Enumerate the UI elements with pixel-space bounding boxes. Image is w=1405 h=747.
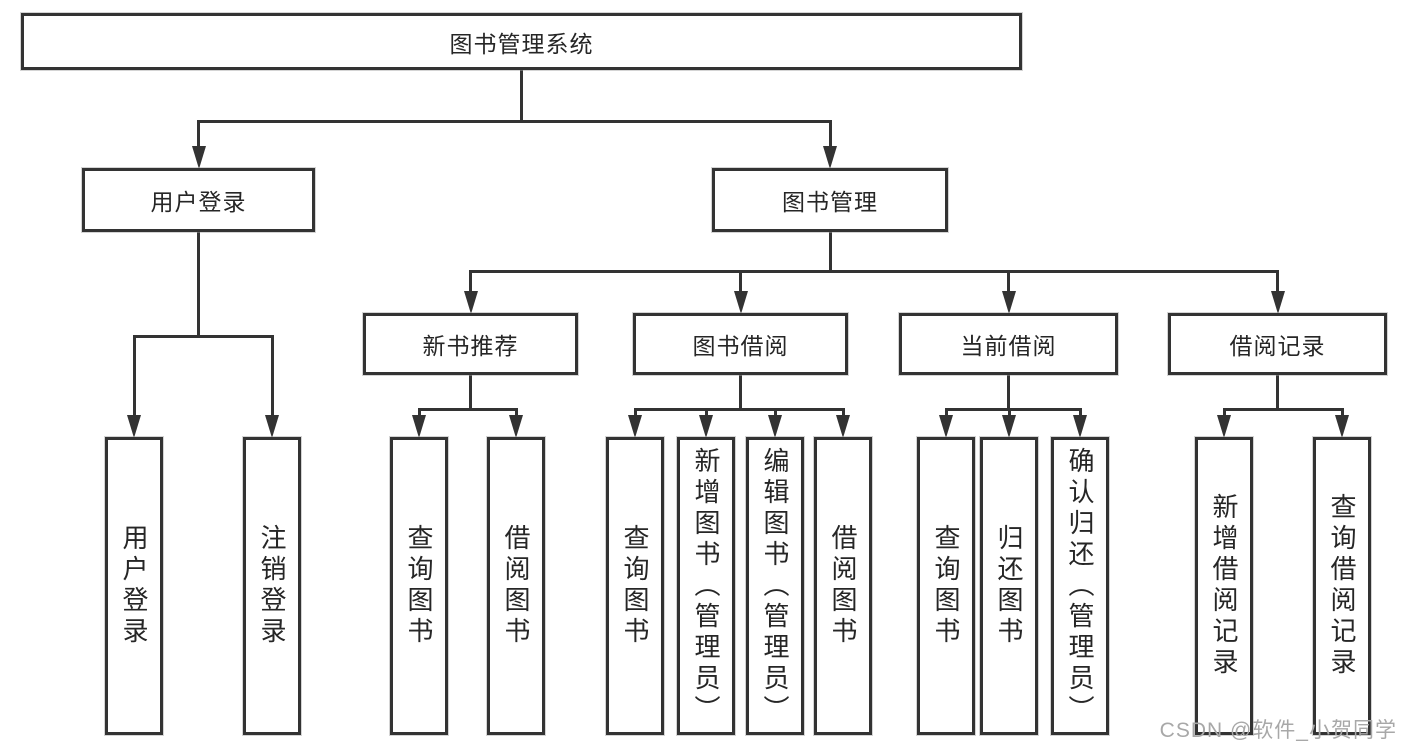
- arrow-down-icon: [628, 415, 642, 438]
- arrow-down-icon: [412, 415, 426, 438]
- arrow-down-icon: [509, 415, 523, 438]
- connector-line: [828, 120, 832, 146]
- node-label: 借阅记录: [1229, 333, 1326, 359]
- connector-line: [197, 120, 200, 146]
- connector-line: [514, 408, 518, 415]
- connector-line: [417, 408, 518, 411]
- node-label: 图书管理: [782, 189, 878, 215]
- diagram-node-br-query-record: 查询借阅记录: [1313, 437, 1371, 735]
- diagram-node-nbr-query-books: 查询图书: [390, 437, 448, 735]
- connector-line: [704, 408, 708, 415]
- diagram-node-current-borrowing: 当前借阅: [899, 313, 1118, 375]
- connector-line: [1340, 408, 1344, 415]
- diagram-node-bb-query-books: 查询图书: [606, 437, 664, 735]
- node-label: 查询借阅记录: [1327, 493, 1357, 679]
- arrow-down-icon: [823, 146, 837, 169]
- arrow-down-icon: [265, 415, 279, 438]
- connector-line: [197, 120, 832, 123]
- connector-line: [773, 408, 777, 415]
- arrow-down-icon: [939, 415, 953, 438]
- connector-line: [520, 70, 523, 123]
- arrow-down-icon: [1335, 415, 1349, 438]
- connector-line: [633, 408, 637, 415]
- node-label: 查询图书: [931, 524, 961, 648]
- diagram-node-logout-leaf: 注销登录: [243, 437, 301, 735]
- arrow-down-icon: [1073, 415, 1087, 438]
- connector-line: [1007, 375, 1010, 411]
- node-label: 用户登录: [150, 189, 247, 215]
- connector-line: [1276, 270, 1279, 291]
- node-label: 新增借阅记录: [1209, 493, 1239, 679]
- connector-line: [828, 232, 832, 273]
- diagram-node-br-add-record: 新增借阅记录: [1195, 437, 1253, 735]
- diagram-node-book-borrowing: 图书借阅: [633, 313, 848, 375]
- connector-line: [1276, 375, 1279, 411]
- connector-line: [1007, 270, 1010, 291]
- arrow-down-icon: [733, 291, 748, 314]
- connector-line: [1007, 408, 1011, 415]
- node-label: 确认归还（管理员）: [1065, 446, 1095, 726]
- node-label: 注销登录: [257, 524, 287, 648]
- node-label: 新书推荐: [422, 333, 519, 359]
- node-label: 图书借阅: [692, 333, 789, 359]
- arrow-down-icon: [1002, 415, 1016, 438]
- diagram-node-cb-return-books: 归还图书: [980, 437, 1038, 735]
- arrow-down-icon: [1217, 415, 1231, 438]
- csdn-watermark: CSDN @软件_小贺同学: [1159, 719, 1397, 742]
- connector-line: [1222, 408, 1344, 411]
- diagram-node-book-management: 图书管理: [712, 168, 948, 232]
- diagram-node-cb-confirm-return: 确认归还（管理员）: [1051, 437, 1109, 735]
- diagram-node-bb-borrow-books: 借阅图书: [814, 437, 872, 735]
- diagram-node-bb-edit-books: 编辑图书（管理员）: [746, 437, 804, 735]
- arrow-down-icon: [836, 415, 850, 438]
- connector-line: [417, 408, 421, 415]
- diagram-node-library-system: 图书管理系统: [21, 13, 1022, 70]
- node-label: 当前借阅: [960, 333, 1057, 359]
- diagram-node-borrow-records: 借阅记录: [1168, 313, 1387, 375]
- diagram-node-cb-query-books: 查询图书: [917, 437, 975, 735]
- connector-line: [739, 270, 742, 291]
- connector-line: [841, 408, 845, 415]
- connector-line: [132, 335, 136, 415]
- diagram-node-user-login-leaf: 用户登录: [105, 437, 163, 735]
- node-label: 新增图书（管理员）: [691, 446, 721, 726]
- diagram-node-nbr-borrow-books: 借阅图书: [487, 437, 545, 735]
- connector-line: [944, 408, 1082, 411]
- node-label: 查询图书: [620, 524, 650, 648]
- connector-line: [132, 335, 274, 338]
- connector-line: [944, 408, 948, 415]
- connector-line: [197, 232, 200, 338]
- arrow-down-icon: [463, 291, 478, 314]
- diagram-node-bb-add-books: 新增图书（管理员）: [677, 437, 735, 735]
- connector-line: [469, 375, 472, 411]
- arrow-down-icon: [1270, 291, 1285, 314]
- arrow-down-icon: [1001, 291, 1016, 314]
- connector-line: [469, 270, 1279, 273]
- connector-line: [633, 408, 845, 411]
- node-label: 归还图书: [994, 524, 1024, 648]
- node-label: 查询图书: [404, 524, 434, 648]
- diagram-node-user-login: 用户登录: [82, 168, 315, 232]
- node-label: 借阅图书: [501, 524, 531, 648]
- diagram-node-new-book-recommend: 新书推荐: [363, 313, 578, 375]
- node-label: 借阅图书: [828, 524, 858, 648]
- node-label: 编辑图书（管理员）: [760, 446, 790, 726]
- arrow-down-icon: [127, 415, 141, 438]
- node-label: 用户登录: [119, 524, 149, 648]
- arrow-down-icon: [768, 415, 782, 438]
- connector-line: [1222, 408, 1226, 415]
- connector-line: [270, 335, 274, 415]
- connector-line: [469, 270, 472, 291]
- arrow-down-icon: [699, 415, 713, 438]
- node-label: 图书管理系统: [449, 30, 594, 57]
- connector-line: [739, 375, 742, 411]
- connector-line: [1078, 408, 1082, 415]
- arrow-down-icon: [191, 146, 206, 169]
